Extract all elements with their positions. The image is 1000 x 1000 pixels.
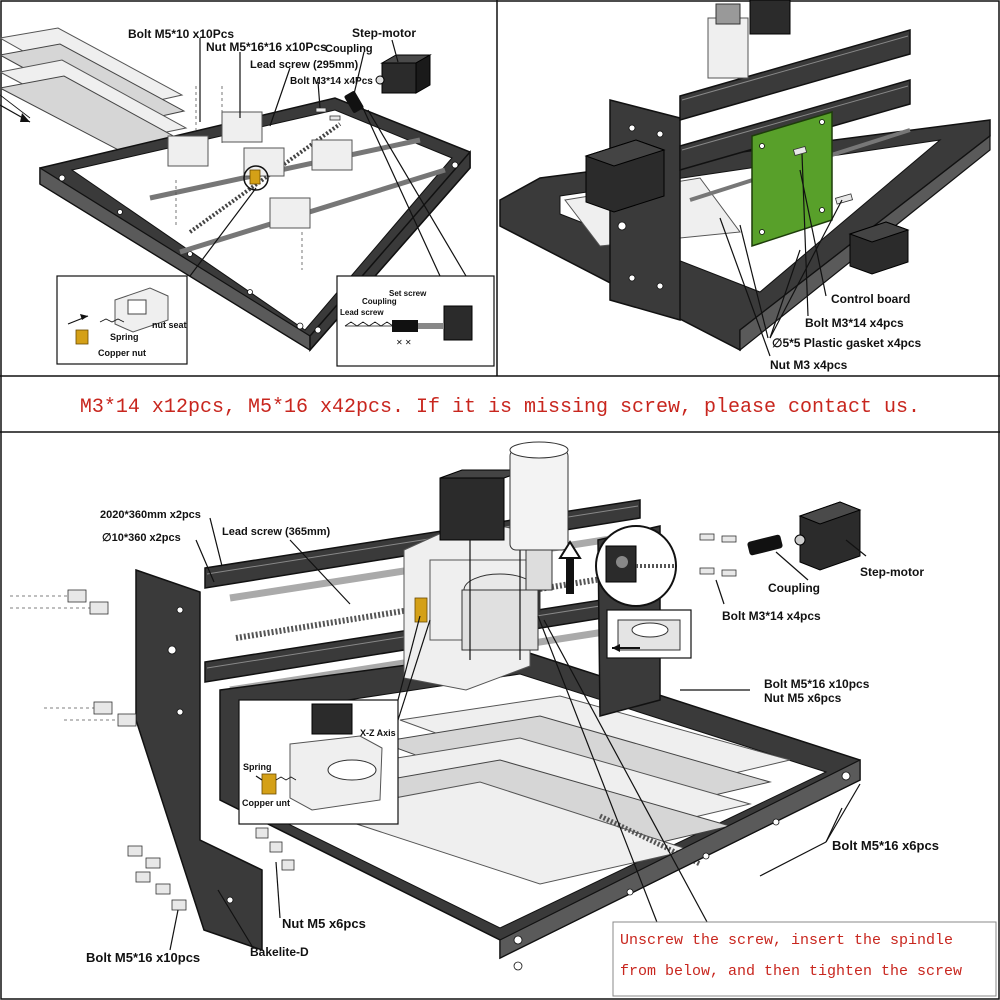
inset-label-spring-xz: Spring xyxy=(243,762,272,772)
inset-label-copper-nut: Copper nut xyxy=(98,348,146,358)
missing-screw-banner: M3*14 x12pcs, M5*16 x42pcs. If it is mis… xyxy=(80,396,920,419)
inset-spindle-clamp xyxy=(606,609,692,659)
leader-lines-top-left xyxy=(189,38,467,277)
label-step-motor-tl: Step-motor xyxy=(352,26,416,40)
label-bolt-m3-14-bottom: Bolt M3*14 x4pcs xyxy=(722,609,821,623)
spindle xyxy=(509,441,569,612)
label-bolt-m5-16-6: Bolt M5*16 x6pcs xyxy=(832,838,939,853)
y-motor-top-right xyxy=(848,221,910,275)
panel-top-left: Bolt M5*10 x10Pcs Nut M5*16*16 x10Pcs St… xyxy=(0,26,495,367)
label-nut-m5: Nut M5*16*16 x10Pcs xyxy=(206,40,327,54)
panel-top-right: Control board Bolt M3*14 x4pcs ∅5*5 Plas… xyxy=(499,0,991,372)
label-coupling-bottom: Coupling xyxy=(768,581,820,595)
label-control-board: Control board xyxy=(831,292,910,306)
label-bolt-m3-14-tr: Bolt M3*14 x4pcs xyxy=(805,316,904,330)
inset-label-coupling: Coupling xyxy=(362,297,397,306)
spindle-note-box: Unscrew the screw, insert the spindle fr… xyxy=(612,921,997,997)
bed-plates-illustration xyxy=(0,27,190,157)
inset-label-lead-screw: Lead screw xyxy=(340,308,384,317)
z-axis-assembly xyxy=(403,469,539,691)
label-plastic-gasket: ∅5*5 Plastic gasket x4pcs xyxy=(772,336,922,350)
bearing-blocks xyxy=(167,111,353,229)
label-bakelite: Bakelite-D xyxy=(250,945,309,959)
up-arrow xyxy=(558,540,582,594)
inset-coupling: ✕ ✕ Set screw Coupling Lead screw xyxy=(336,275,495,367)
label-rods: ∅10*360 x2pcs xyxy=(102,532,181,544)
label-lead-screw-bottom: Lead screw (365mm) xyxy=(222,526,331,538)
svg-text:✕ ✕: ✕ ✕ xyxy=(396,338,412,347)
label-nut-m3: Nut M3 x4pcs xyxy=(770,358,848,372)
label-lead-screw-tl: Lead screw (295mm) xyxy=(250,59,359,71)
m3-bolts-top-left xyxy=(315,107,341,121)
label-bolt-m5-16-10-bottom: Bolt M5*16 x10pcs xyxy=(86,950,200,965)
coupling-zoom-circle xyxy=(595,525,677,607)
left-side-bolts xyxy=(10,589,187,911)
step-motor-top-left xyxy=(375,54,432,94)
panel-bottom: X-Z Axis Spring Copper unt xyxy=(10,441,997,997)
label-nut-m5-6: Nut M5 x6pcs xyxy=(764,691,842,705)
label-step-motor-bottom: Step-motor xyxy=(860,565,924,579)
leader-lines-bottom xyxy=(169,517,867,951)
leader-lines-top-right xyxy=(719,153,843,357)
inset-label-nut-seat: nut seat xyxy=(152,320,187,330)
inset-label-copper-unt: Copper unt xyxy=(242,798,290,808)
step-motor-bottom xyxy=(794,501,862,571)
inset-nut-seat: nut seat Spring Copper nut xyxy=(56,275,188,365)
note-line-1: Unscrew the screw, insert the spindle xyxy=(620,932,953,949)
inset-xz-axis: X-Z Axis Spring Copper unt xyxy=(238,615,431,825)
label-bolt-m5-10: Bolt M5*10 x10Pcs xyxy=(128,27,234,41)
bottom-nuts xyxy=(255,827,295,871)
label-profile: 2020*360mm x2pcs xyxy=(100,509,201,521)
note-line-2: from below, and then tighten the screw xyxy=(620,963,962,980)
inset-label-xz-axis: X-Z Axis xyxy=(360,728,396,738)
inset-label-spring: Spring xyxy=(110,332,139,342)
coupling-bottom xyxy=(747,534,783,556)
label-bolt-m5-16-10: Bolt M5*16 x10pcs xyxy=(764,677,870,691)
label-bolt-m3-14-tl: Bolt M3*14 x4Pcs xyxy=(290,76,373,87)
x-motor-top-right xyxy=(584,139,666,213)
m3-bolts-bottom xyxy=(699,533,737,577)
coupling-top-left xyxy=(344,91,364,113)
label-coupling-tl: Coupling xyxy=(325,43,373,55)
inset-label-set-screw: Set screw xyxy=(389,289,427,298)
label-nut-m5-6-bottom: Nut M5 x6pcs xyxy=(282,916,366,931)
